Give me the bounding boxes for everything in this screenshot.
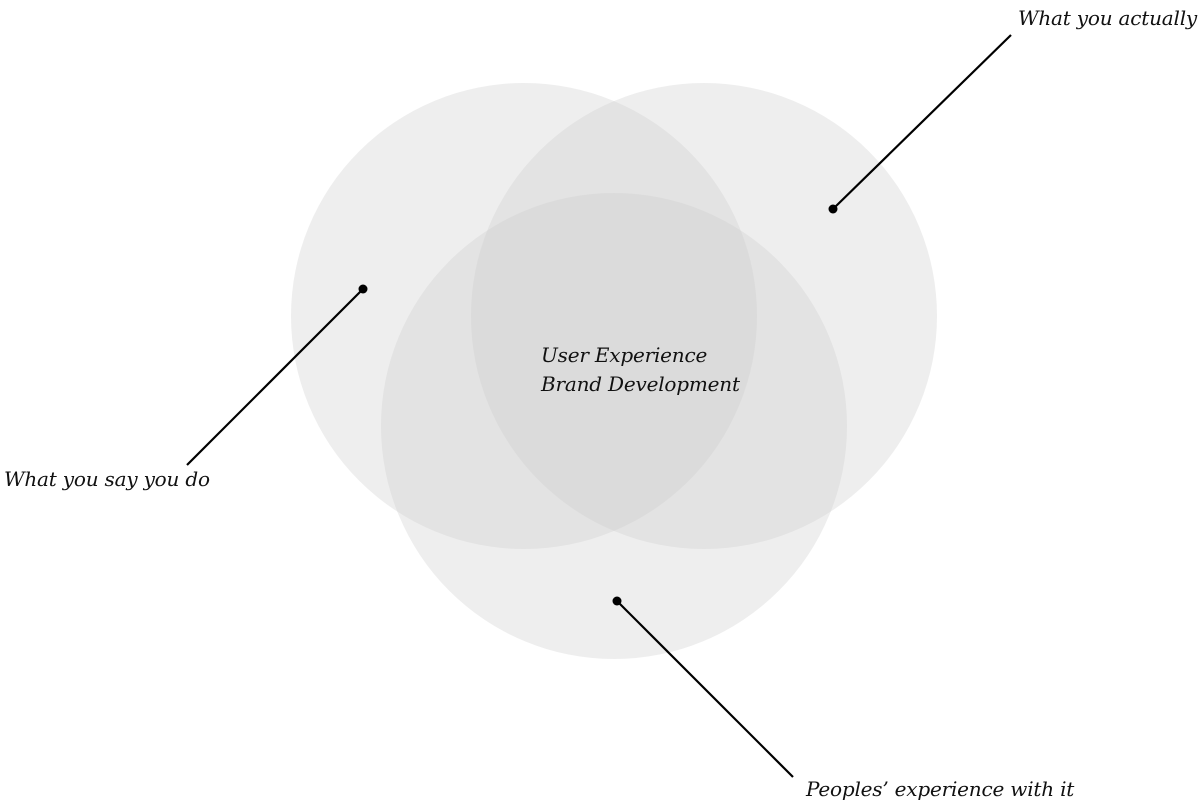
leader-dot-actually — [828, 204, 838, 214]
leader-dot-experience — [612, 596, 622, 606]
leader-dot-say — [358, 284, 368, 294]
leader-line-experience — [616, 600, 794, 778]
label-what-you-say-you-do: What you say you do — [4, 467, 210, 491]
intersection-label: User Experience Brand Development — [541, 341, 740, 399]
intersection-line-brand-development: Brand Development — [541, 372, 740, 396]
leader-line-actually — [832, 34, 1012, 210]
label-what-you-actually-do: What you actually do — [1018, 6, 1200, 30]
circle-peoples-experience — [381, 193, 847, 659]
leader-line-say — [186, 288, 364, 466]
circle-what-you-actually-do — [471, 83, 937, 549]
label-peoples-experience: Peoples’ experience with it — [806, 777, 1075, 801]
circle-what-you-say-you-do — [291, 83, 757, 549]
intersection-line-user-experience: User Experience — [541, 343, 708, 367]
